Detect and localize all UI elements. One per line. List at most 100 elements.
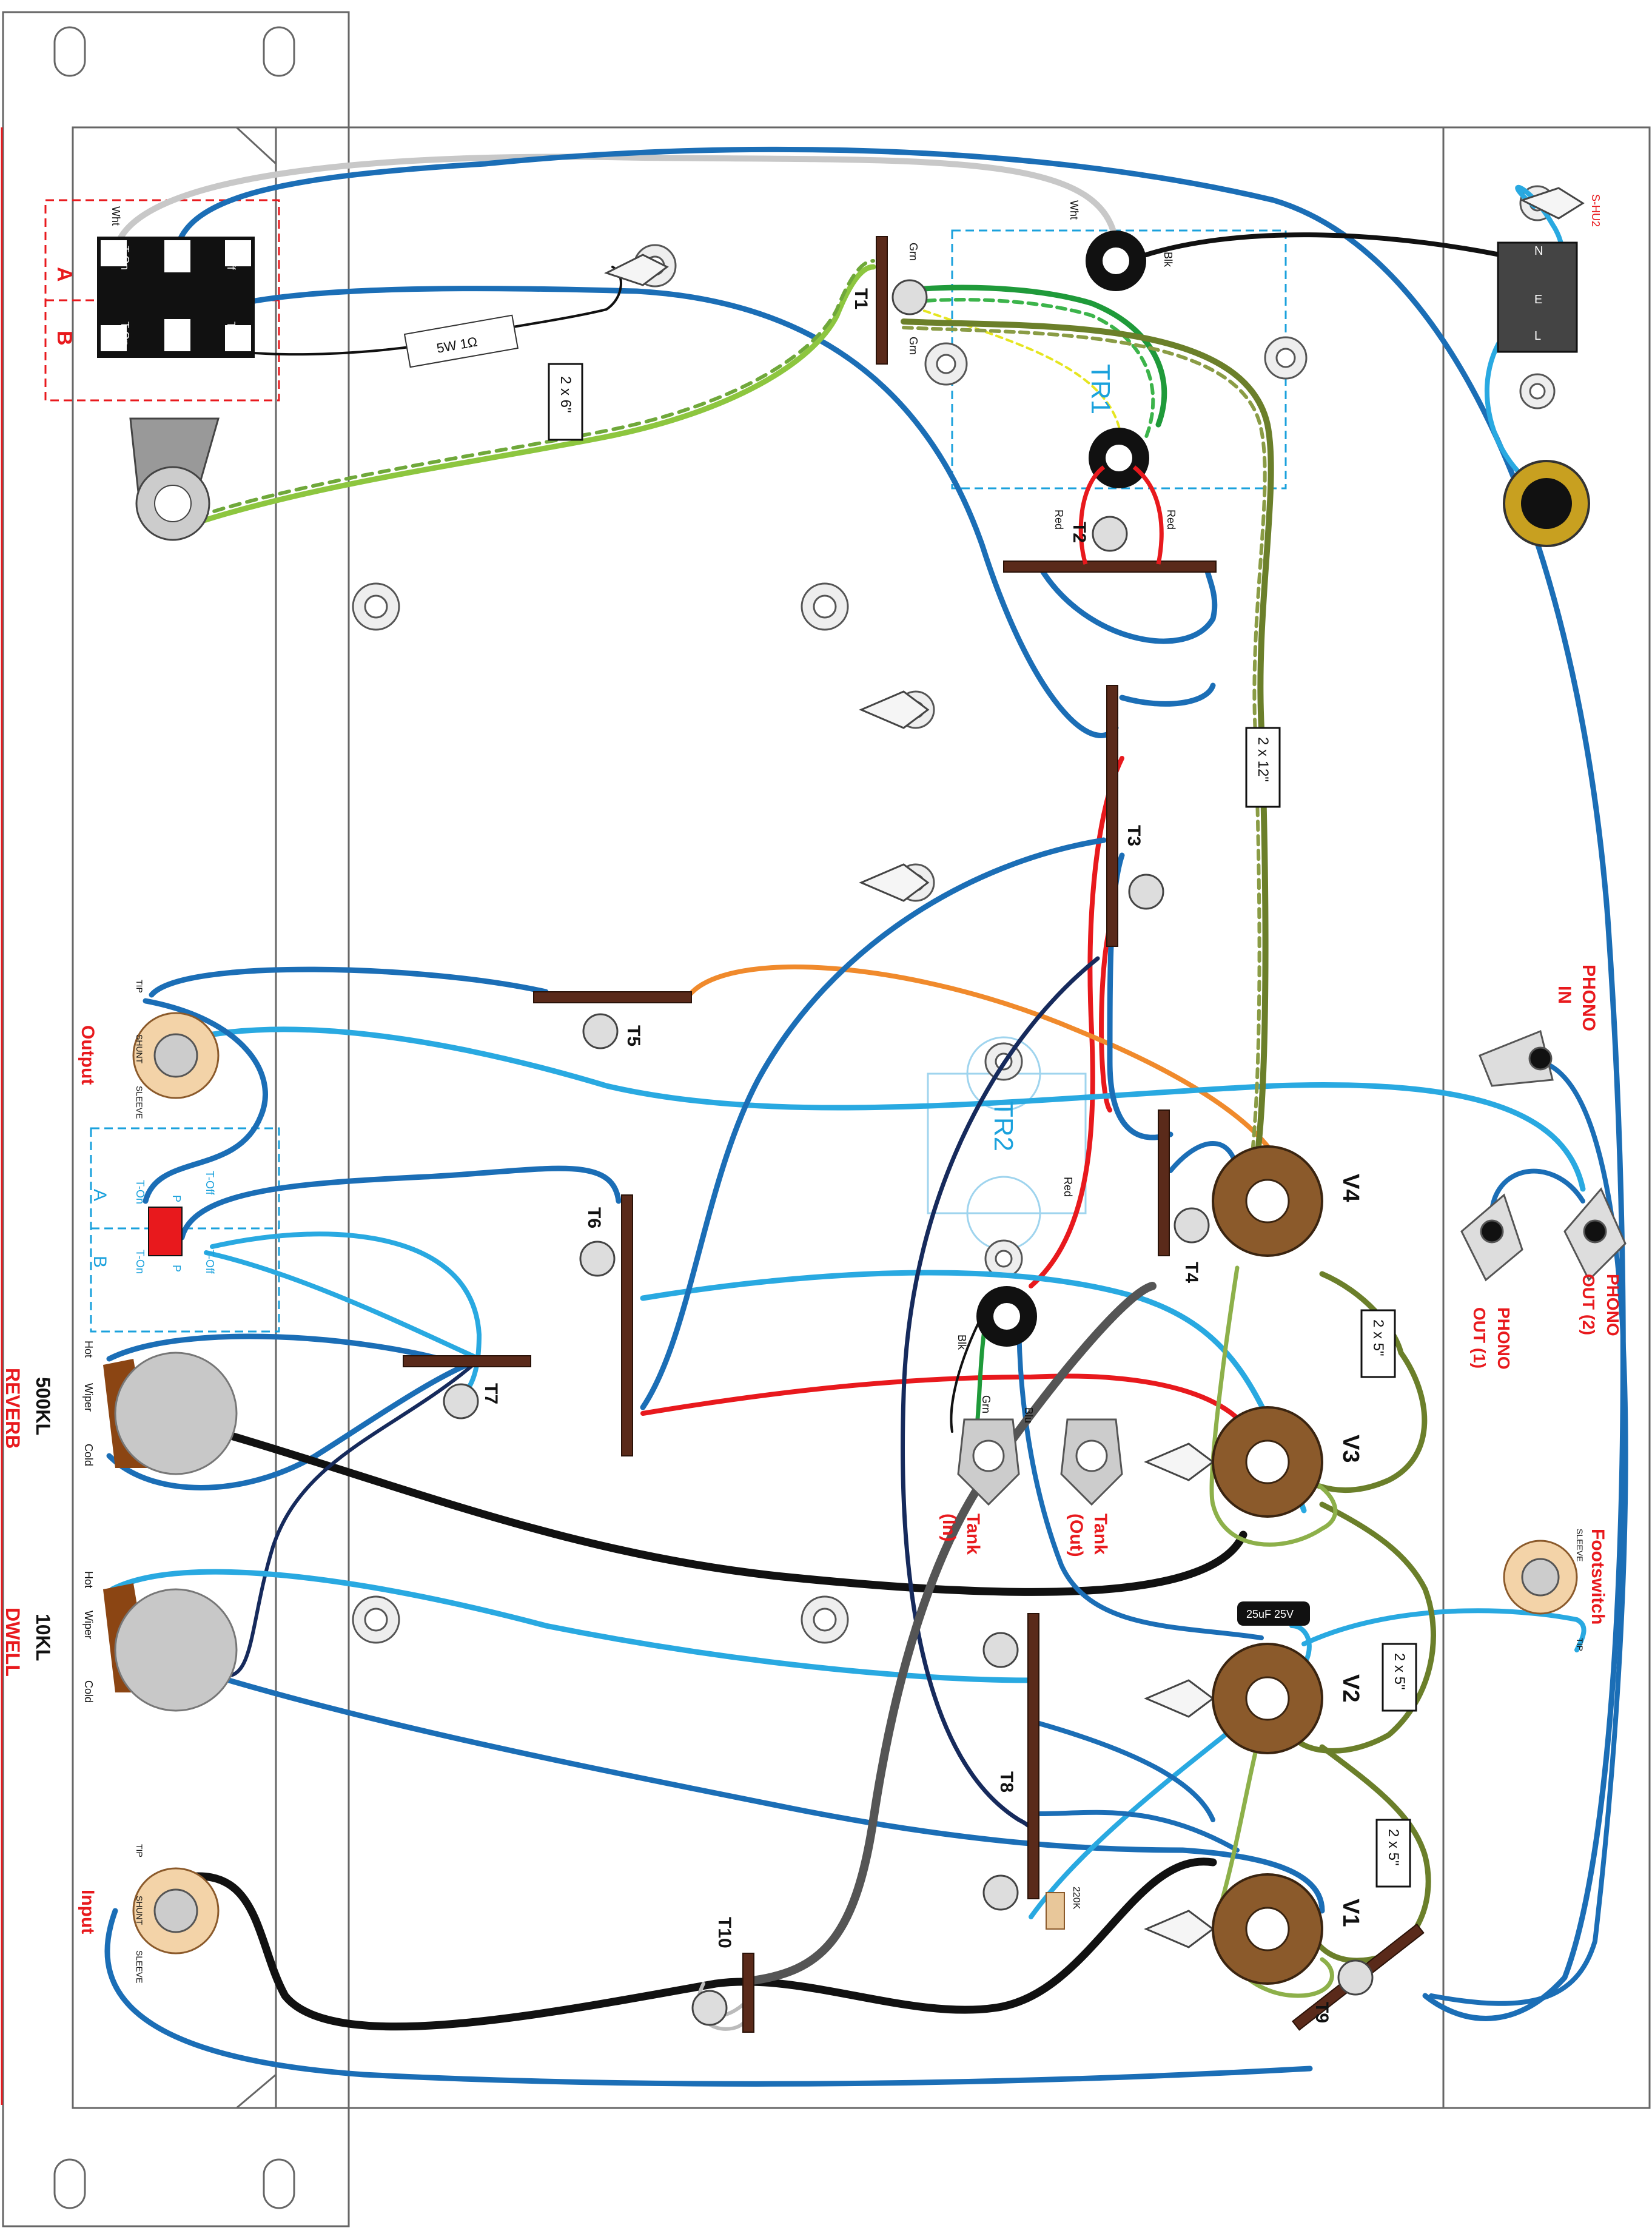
tr1-box [951, 229, 1287, 490]
switch-p-a-mid: P [170, 1195, 183, 1202]
hex-nut [1519, 373, 1556, 409]
tag-strip-t4 [1158, 1109, 1170, 1256]
label-t9: T9 [1312, 2002, 1332, 2023]
switch-label-a-mid: A [90, 1189, 110, 1201]
mount-t8 [982, 1632, 1019, 1668]
chassis-bend-top [73, 126, 277, 165]
tag-strip-mounts [443, 279, 1374, 2026]
label-wiper-dwell: Wiper [82, 1611, 95, 1639]
label-tank-in-2: (In) [939, 1513, 959, 1542]
tube-socket-v3 [1212, 1406, 1323, 1518]
wire-blue-t6-left [179, 1165, 622, 1241]
phono-in-jack [1479, 1029, 1554, 1087]
twist-label-2x6: 2 x 6" [557, 376, 574, 413]
mount-t7 [443, 1383, 479, 1419]
wire-green-tr1-b [896, 298, 1155, 439]
label-tip-footswitch: TIP [1575, 1638, 1585, 1651]
wire-red-t3 [1029, 756, 1124, 1288]
switch-lug-p-b [163, 318, 192, 352]
hex-nut [984, 1239, 1023, 1278]
ground-lugs [604, 187, 1585, 1948]
label-pot-500k: 500KL [32, 1377, 54, 1435]
tag-strip-t1 [876, 236, 888, 365]
iec-e: E [1534, 293, 1542, 306]
twist-2x12-box [1245, 727, 1281, 808]
label-sleeve-output: SLEEVE [135, 1086, 144, 1119]
pilot-lamp [129, 417, 220, 541]
label-t6: T6 [584, 1207, 604, 1228]
tag-strip-t8 [1027, 1613, 1039, 1899]
label-phono-in-2: IN [1554, 986, 1574, 1004]
label-tank-out-1: Tank [1090, 1513, 1110, 1555]
label-blu-tr2: Blu [1022, 1407, 1035, 1423]
label-tr1: TR1 [1086, 364, 1115, 414]
wire-red-t6-v3 [640, 1373, 1258, 1446]
wire-red-tr1 [1078, 465, 1164, 565]
wire-black-iec [1144, 232, 1531, 263]
wire-blue-top-long [173, 146, 1626, 2021]
tube-socket-v4 [1212, 1145, 1323, 1257]
label-red-right: Red [1165, 510, 1177, 530]
twist-2x5-box-a [1360, 1309, 1396, 1378]
resistor-220k [1046, 1892, 1065, 1930]
ground-lug-v2 [1144, 1679, 1215, 1718]
switch-ab-mid[interactable] [148, 1207, 183, 1256]
tr1-grommets [1086, 231, 1149, 488]
label-shunt-input: SHUNT [135, 1896, 144, 1925]
fuse-holder [1503, 460, 1590, 547]
chassis-left-flange [2, 11, 350, 2227]
dwell-pot[interactable] [103, 1583, 238, 1712]
hex-nut [924, 342, 968, 386]
fuse-label: S-HU2 [1590, 194, 1602, 227]
wire-olive-2x12 [901, 318, 1274, 1174]
label-t1: T1 [851, 288, 871, 309]
wire-blue-output-tip [143, 966, 549, 1204]
label-footswitch: Footswitch [1588, 1529, 1608, 1625]
label-sleeve-footswitch: SLEEVE [1575, 1529, 1585, 1561]
wire-green-tr1 [895, 285, 1167, 428]
switch-p-b-mid: P [170, 1265, 183, 1272]
wire-blue-t8-v1 [1035, 1720, 1240, 1853]
wht-label-top: Wht [110, 206, 122, 226]
label-tip-input: TIP [135, 1844, 144, 1857]
label-grn-top: Grn [907, 243, 919, 261]
wire-blue-dwell-v1 [112, 1641, 1325, 1914]
wire-lightblue-switch-t7 [210, 1231, 482, 1398]
chassis-main-panel [72, 126, 1651, 2109]
reverb-pot[interactable] [103, 1352, 238, 1475]
label-tank-out-2: (Out) [1066, 1513, 1086, 1557]
twist-label-2x5-c: 2 x 5" [1385, 1829, 1402, 1866]
wire-black-reverb-v3 [135, 1406, 1247, 1596]
slot-top-right [263, 26, 295, 77]
twist-label-2x5-a: 2 x 5" [1370, 1319, 1386, 1356]
slot-top-left [53, 26, 86, 77]
twist-label-boxes [1245, 727, 1417, 1888]
label-cold-dwell: Cold [82, 1680, 95, 1703]
label-sleeve-input: SLEEVE [135, 1950, 144, 1983]
twist-2x5-box-b [1382, 1643, 1417, 1712]
slot-bottom-left [53, 2158, 86, 2209]
switch-t-off-a-mid: T-Off [204, 1171, 216, 1196]
label-v4: V4 [1338, 1174, 1363, 1202]
wire-lightblue-footswitch [1301, 1608, 1587, 1652]
switch-ab-top[interactable] [97, 237, 255, 358]
label-phono-out1-1: PHONO [1494, 1307, 1513, 1370]
footswitch-jack [1503, 1540, 1578, 1615]
label-output: Output [78, 1025, 98, 1085]
tr2-outline [927, 1072, 1087, 1214]
iec-inlet [1497, 241, 1578, 353]
label-cold-reverb: Cold [82, 1444, 95, 1466]
input-jack [132, 1867, 220, 1954]
label-tr2: TR2 [989, 1101, 1018, 1151]
switch-t-off-b-mid: T-Off [204, 1250, 216, 1274]
mount-t6 [579, 1241, 616, 1277]
wire-navy-t3-t8 [901, 956, 1100, 1847]
wire-olive-2x12-b [902, 326, 1267, 1179]
ground-lug-mid2 [859, 863, 930, 902]
wire-blue-reverb-pot [106, 1333, 470, 1490]
tag-strip-t6 [621, 1194, 633, 1456]
p-label-b: P [180, 331, 192, 338]
wires [104, 146, 1628, 2087]
twist-label-2x6-box [548, 363, 583, 441]
